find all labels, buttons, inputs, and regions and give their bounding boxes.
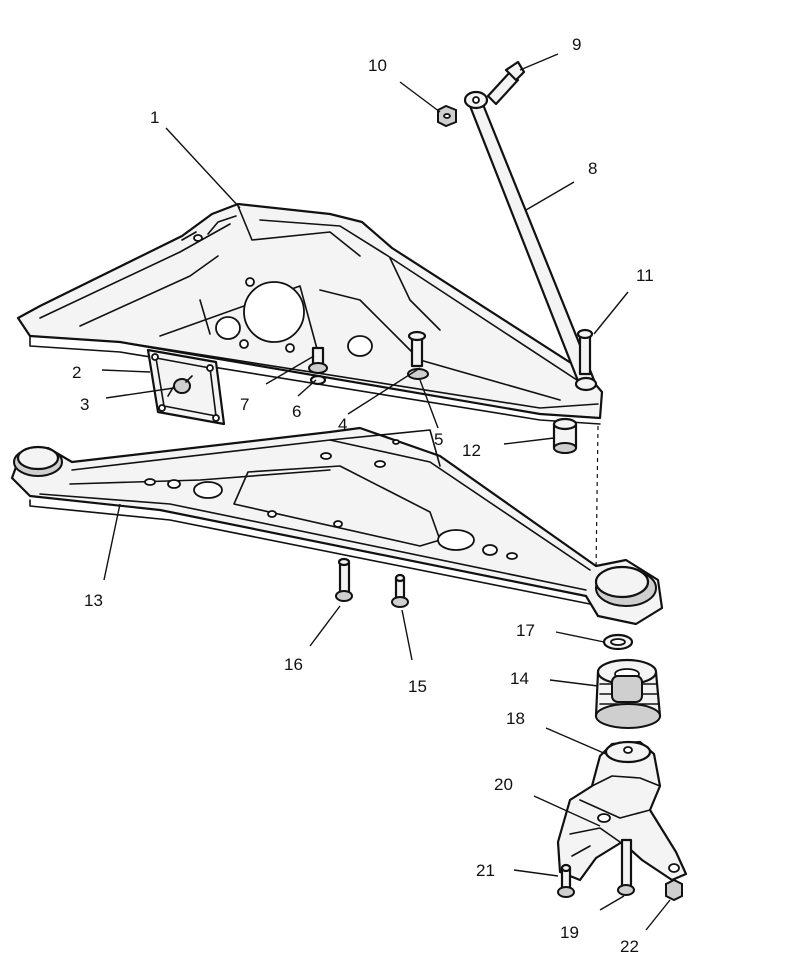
upper-subframe — [16, 202, 604, 425]
callout-19: 19 — [560, 923, 579, 942]
alignment-line — [595, 425, 599, 571]
callout-12: 12 — [462, 441, 481, 460]
crossmember-bolt-long — [335, 557, 353, 602]
callout-5: 5 — [434, 430, 443, 449]
mounting-plate — [146, 348, 226, 426]
callout-13: 13 — [84, 591, 103, 610]
crossmember-bolt-short — [391, 573, 409, 608]
callout-11: 11 — [636, 266, 654, 285]
spacer-bush — [552, 417, 578, 454]
bracket-bolt-21 — [557, 863, 575, 898]
washer — [602, 633, 634, 651]
callout-20: 20 — [494, 775, 513, 794]
bracket-bolt-22 — [665, 878, 683, 902]
callout-9: 9 — [572, 35, 581, 54]
leader-lines — [101, 53, 671, 931]
bolt-and-washer — [407, 330, 429, 380]
callout-4: 4 — [338, 415, 347, 434]
rubber-mount — [594, 658, 662, 729]
callout-21: 21 — [476, 861, 495, 880]
callout-22: 22 — [620, 937, 639, 956]
bracket-bolt-19 — [617, 838, 635, 896]
callout-15: 15 — [408, 677, 427, 696]
callout-8: 8 — [588, 159, 597, 178]
rod-lower-bolt — [576, 328, 594, 376]
tie-rod — [463, 90, 598, 392]
mount-bracket — [556, 740, 688, 882]
callout-7: 7 — [240, 395, 249, 414]
lower-crossmember — [10, 426, 664, 626]
callout-16: 16 — [284, 655, 303, 674]
callout-10: 10 — [368, 56, 387, 75]
callout-14: 14 — [510, 669, 529, 688]
callout-6: 6 — [292, 402, 301, 421]
callout-labels: 1 2 3 7 6 4 5 8 9 10 11 12 13 16 15 17 1… — [72, 35, 654, 956]
nut — [437, 104, 457, 128]
callout-3: 3 — [80, 395, 89, 414]
callout-17: 17 — [516, 621, 535, 640]
callout-2: 2 — [72, 363, 81, 382]
callout-1: 1 — [150, 108, 159, 127]
tie-rod-bolt — [486, 60, 526, 106]
callout-18: 18 — [506, 709, 525, 728]
